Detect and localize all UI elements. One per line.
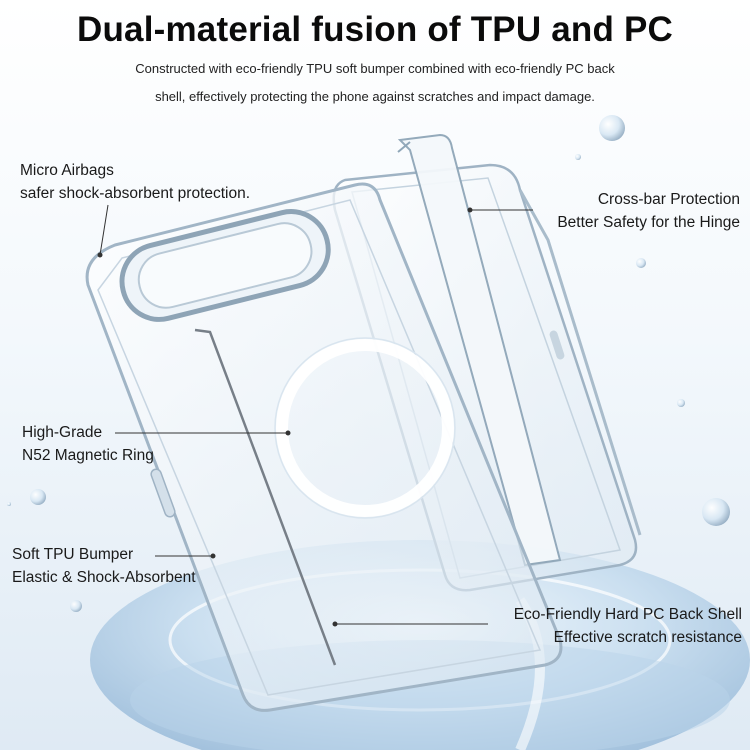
callout-pc-shell: Eco-Friendly Hard PC Back Shell Effectiv… [514,603,742,649]
callout-cross-bar-desc: Better Safety for the Hinge [557,214,740,231]
tpu-bumper-case [85,182,563,712]
callout-micro-airbags: Micro Airbags safer shock-absorbent prot… [20,159,250,205]
callout-cross-bar-title: Cross-bar Protection [597,191,740,208]
callout-pc-shell-desc: Effective scratch resistance [553,629,742,646]
callout-magnetic-ring-title: High-Grade [22,424,103,441]
subtitle-line-1: Constructed with eco-friendly TPU soft b… [135,61,615,76]
callout-micro-airbags-desc: safer shock-absorbent protection. [20,185,251,202]
page-title: Dual-material fusion of TPU and PC [76,10,674,49]
magnetic-ring [276,339,454,517]
pointer-micro-airbags [99,204,109,256]
subtitle-line-2: shell, effectively protecting the phone … [155,89,595,104]
water-droplets [7,115,730,612]
callout-magnetic-ring: High-Grade N52 Magnetic Ring [22,421,154,467]
callout-tpu-bumper-title: Soft TPU Bumper [12,546,134,563]
callout-cross-bar: Cross-bar Protection Better Safety for t… [557,188,740,234]
callout-micro-airbags-title: Micro Airbags [20,162,114,179]
hinge-cross-bar [397,133,562,567]
page-subtitle: Constructed with eco-friendly TPU soft b… [55,55,695,111]
callout-tpu-bumper-desc: Elastic & Shock-Absorbent [12,569,196,586]
pointer-lines [97,204,533,627]
callout-magnetic-ring-desc: N52 Magnetic Ring [22,447,154,464]
callout-tpu-bumper: Soft TPU Bumper Elastic & Shock-Absorben… [12,543,196,589]
callout-pc-shell-title: Eco-Friendly Hard PC Back Shell [513,606,742,623]
